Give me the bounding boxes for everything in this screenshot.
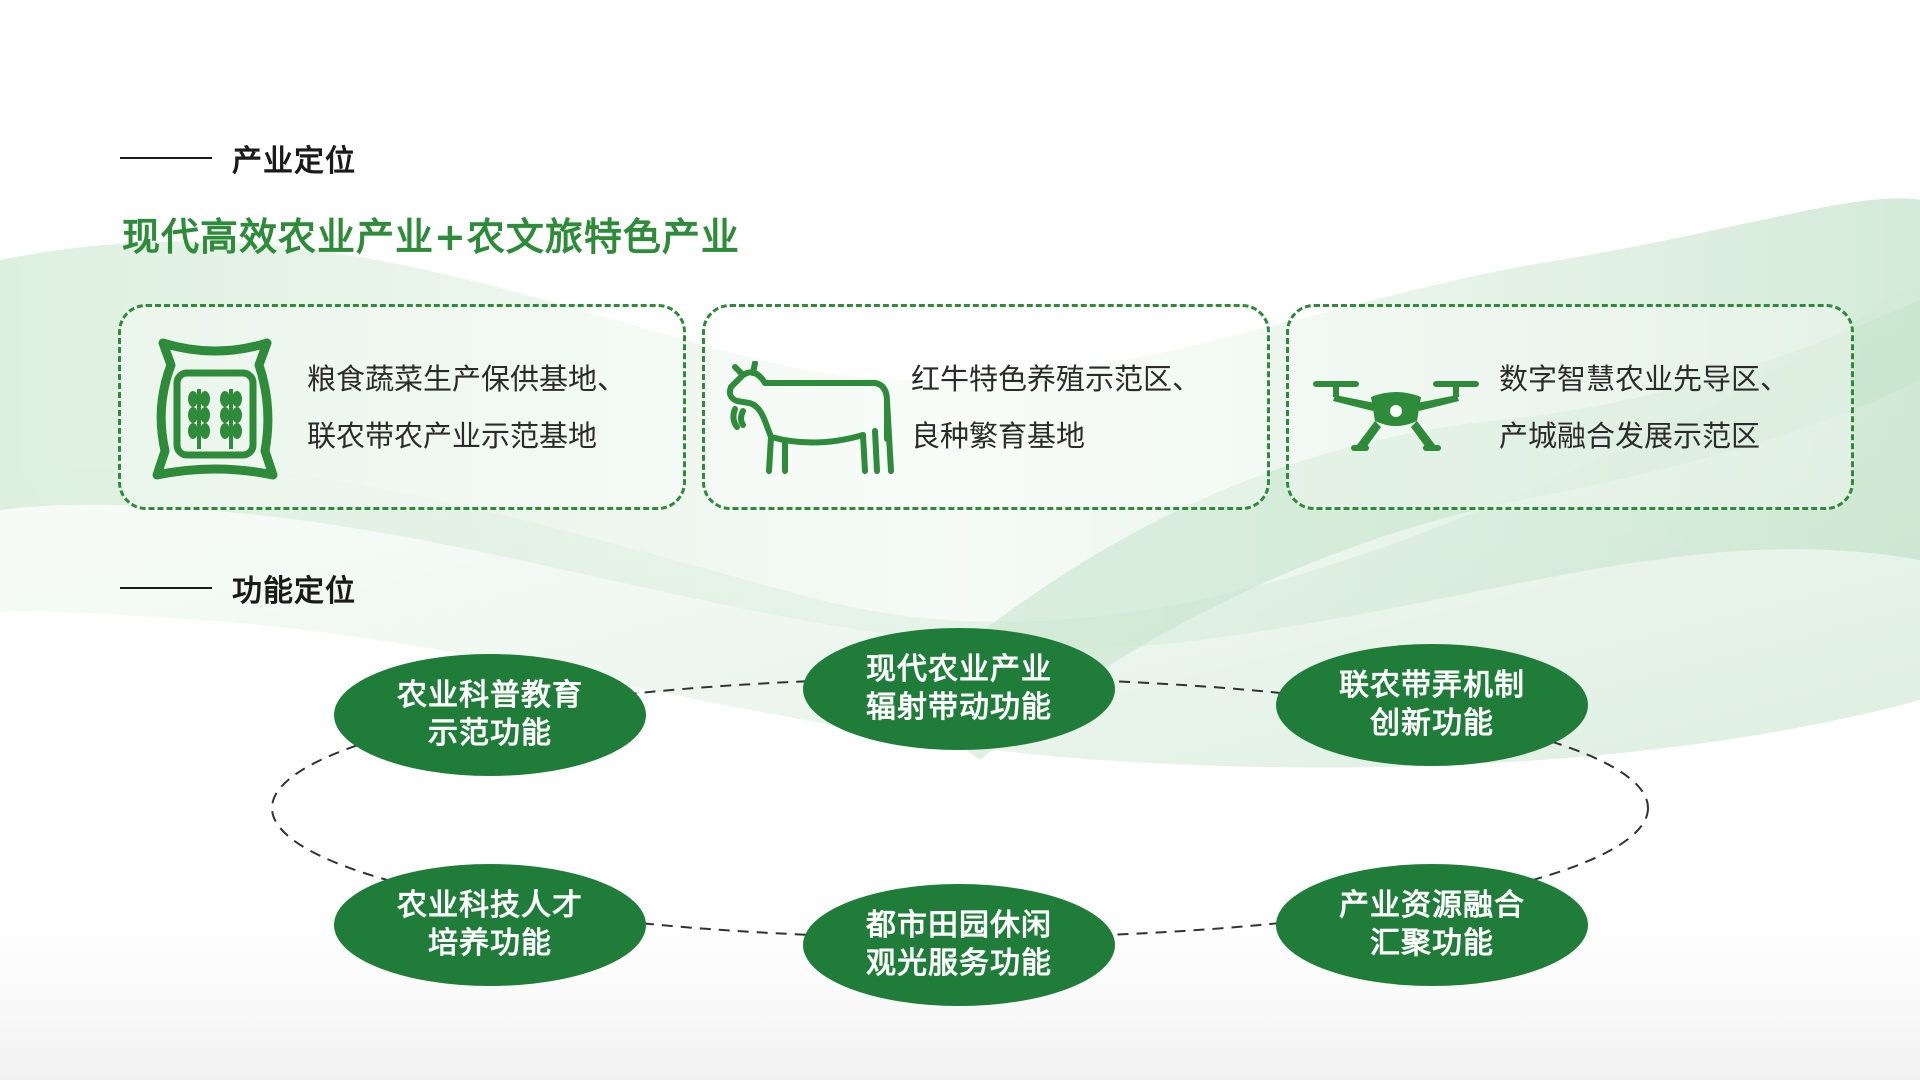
industry-card-grain: 粮食蔬菜生产保供基地、 联农带农产业示范基地	[118, 304, 686, 510]
function-section-title: 功能定位	[232, 574, 356, 609]
card-text: 红牛特色养殖示范区、 良种繁育基地	[911, 351, 1201, 465]
industry-card-digital: 数字智慧农业先导区、 产城融合发展示范区	[1286, 304, 1854, 510]
node-line-2: 辐射带动功能	[866, 690, 1052, 725]
node-line-1: 现代农业产业	[866, 652, 1052, 687]
node-line-1: 都市田园休闲	[866, 908, 1052, 943]
card-line-1: 红牛特色养殖示范区、	[911, 362, 1202, 396]
node-line-2: 观光服务功能	[866, 946, 1052, 981]
function-node-resource-integration: 产业资源融合 汇聚功能	[1276, 864, 1588, 986]
industry-section-header: 产业定位	[120, 136, 356, 180]
grain-sack-icon	[152, 338, 278, 480]
node-line-1: 农业科技人才	[397, 888, 583, 923]
function-node-talent-training: 农业科技人才 培养功能	[334, 864, 646, 986]
card-line-1: 数字智慧农业先导区、	[1499, 362, 1790, 396]
card-text: 数字智慧农业先导区、 产城融合发展示范区	[1499, 351, 1789, 465]
card-line-2: 产城融合发展示范区	[1499, 419, 1761, 453]
industry-headline: 现代高效农业产业+农文旅特色产业	[122, 215, 740, 259]
node-line-1: 联农带弄机制	[1339, 668, 1525, 703]
function-node-science-education: 农业科普教育 示范功能	[334, 654, 646, 776]
function-section-header: 功能定位	[120, 566, 356, 610]
node-line-2: 汇聚功能	[1370, 926, 1494, 961]
section-rule	[120, 587, 212, 589]
industry-card-cattle: 红牛特色养殖示范区、 良种繁育基地	[702, 304, 1270, 510]
node-line-2: 培养功能	[428, 926, 552, 961]
function-node-mechanism-innovation: 联农带弄机制 创新功能	[1276, 644, 1588, 766]
node-line-1: 农业科普教育	[397, 678, 583, 713]
card-text: 粮食蔬菜生产保供基地、 联农带农产业示范基地	[307, 351, 626, 465]
drone-icon	[1313, 381, 1479, 451]
node-line-2: 示范功能	[428, 716, 552, 751]
node-line-2: 创新功能	[1370, 706, 1494, 741]
card-line-2: 良种繁育基地	[911, 419, 1086, 453]
cow-icon	[726, 361, 894, 474]
card-line-2: 联农带农产业示范基地	[307, 419, 598, 453]
function-node-leisure-tourism: 都市田园休闲 观光服务功能	[803, 884, 1115, 1006]
section-rule	[120, 157, 212, 159]
node-line-1: 产业资源融合	[1339, 888, 1525, 923]
function-node-industry-radiation: 现代农业产业 辐射带动功能	[803, 628, 1115, 750]
card-line-1: 粮食蔬菜生产保供基地、	[307, 362, 627, 396]
industry-section-title: 产业定位	[232, 144, 356, 179]
